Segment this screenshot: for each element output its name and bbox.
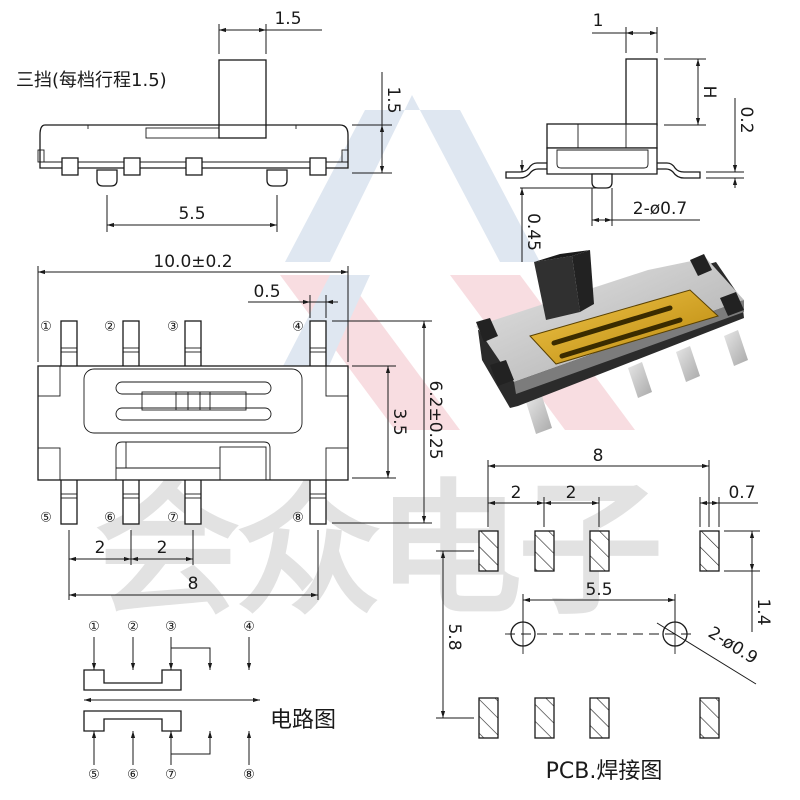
- pcb-dim-pitch-1: 2: [511, 483, 522, 503]
- top-view: ① ② ③ ④ ⑤ ⑥ ⑦ ⑧ 10.0±0.2 0.5 6.2±0.25 3.…: [37, 252, 445, 600]
- top-slider-slot: [115, 441, 271, 480]
- circuit-pin-1: ①: [88, 620, 100, 635]
- render-clip: [476, 318, 498, 342]
- dim-actuator-thickness: 1: [593, 11, 604, 31]
- dim-pin-pitch-2: 2: [157, 538, 168, 558]
- watermark-blue-shape: [285, 95, 540, 262]
- top-body: [37, 365, 349, 481]
- pcb-footprint: 8 2 2 0.7 1.4 5.5 5.8 2-ø0.9 PCB.焊接图: [436, 446, 773, 784]
- top-pins: [60, 320, 327, 368]
- end-body-lower: [546, 147, 658, 175]
- pin-2-lead: [122, 320, 140, 368]
- title-note: 三挡(每档行程1.5): [16, 70, 167, 91]
- pin-label-2: ②: [104, 320, 116, 335]
- pcb-dim-row-spacing: 5.8: [444, 623, 464, 650]
- dim-pin-width: 0.5: [253, 282, 280, 302]
- dim-lead-standoff: 0.45: [523, 213, 543, 251]
- circuit-pin-5: ⑤: [88, 768, 100, 783]
- circuit-label: 电路图: [270, 708, 336, 733]
- dim-actuator-width: 1.5: [274, 9, 301, 29]
- side-peg: [266, 169, 288, 187]
- side-peg: [96, 169, 118, 187]
- dim-actuator-height: 1.5: [383, 86, 403, 113]
- render-clip: [490, 360, 514, 386]
- circuit-pin-3: ③: [165, 620, 177, 635]
- circuit-slider-lower: [83, 710, 182, 732]
- circuit-pin-7: ⑦: [165, 768, 177, 783]
- pcb-label: PCB.焊接图: [546, 759, 663, 784]
- dim-overall-length: 10.0±0.2: [153, 252, 232, 272]
- side-view: 三挡(每档行程1.5) 1.5 1.5 5.5: [16, 9, 403, 232]
- render-clip: [690, 254, 712, 276]
- pin-label-6: ⑥: [104, 511, 116, 526]
- circuit-diagram: ① ② ③ ④ ⑤ ⑥ ⑦ ⑧ 电路图: [83, 620, 336, 783]
- side-lead: [61, 157, 79, 176]
- pcb-dim-pad-span: 8: [593, 446, 604, 466]
- end-body-top: [546, 123, 658, 149]
- pin-label-3: ③: [167, 320, 179, 335]
- render-lead: [724, 330, 748, 366]
- dim-lead-thickness: 0.2: [736, 106, 756, 133]
- side-lead: [309, 157, 327, 176]
- pcb-dim-pad-length: 1.4: [753, 598, 773, 625]
- render-lead: [526, 396, 552, 434]
- circuit-pin-4: ④: [243, 620, 255, 635]
- pcb-pad: [699, 530, 720, 572]
- circuit-slider-upper: [83, 669, 182, 691]
- dim-peg-diameter: 2-ø0.7: [633, 199, 687, 219]
- pcb-dim-hole-spacing: 5.5: [585, 580, 612, 600]
- end-view: 1 H 0.2 0.45 2-ø0.7: [505, 11, 756, 262]
- pin-3-lead: [184, 320, 202, 368]
- pin-8-lead: [309, 477, 327, 525]
- pin-label-1: ①: [40, 320, 52, 335]
- pin-1-lead: [60, 320, 78, 368]
- render-actuator-top: [534, 250, 590, 262]
- pcb-pad: [589, 697, 610, 739]
- pin-label-4: ④: [292, 320, 304, 335]
- pin-7-lead: [184, 477, 202, 525]
- pin-5-lead: [60, 477, 78, 525]
- pin-4-lead: [309, 320, 327, 368]
- render-contact: [559, 317, 683, 359]
- pcb-pad: [699, 697, 720, 739]
- top-window: [83, 368, 303, 434]
- pcb-pad: [589, 530, 610, 572]
- pcb-pad: [478, 697, 499, 739]
- side-lead: [185, 157, 203, 176]
- dim-pin-span: 8: [188, 574, 199, 594]
- pcb-dim-hole-diameter: 2-ø0.9: [704, 623, 761, 669]
- circuit-pin-2: ②: [127, 620, 139, 635]
- pin-label-7: ⑦: [167, 511, 179, 526]
- pcb-pad: [478, 530, 499, 572]
- side-actuator: [218, 59, 267, 139]
- pcb-pad: [534, 530, 555, 572]
- render-actuator-side: [572, 250, 594, 312]
- dim-pin-pitch-1: 2: [95, 538, 106, 558]
- pin-label-5: ⑤: [40, 511, 52, 526]
- render-contact: [551, 305, 673, 346]
- end-lead-right: [657, 162, 701, 179]
- end-lead-left: [505, 162, 547, 179]
- pcb-pad: [534, 697, 555, 739]
- render-clip: [720, 292, 744, 316]
- pcb-dim-pad-width: 0.7: [728, 483, 755, 503]
- circuit-pin-8: ⑧: [243, 768, 255, 783]
- side-body-outline: [39, 124, 349, 169]
- product-render: [476, 250, 748, 434]
- dim-overall-width: 6.2±0.25: [425, 380, 445, 459]
- side-lead: [123, 157, 141, 176]
- pin-6-lead: [122, 477, 140, 525]
- render-lead: [628, 362, 652, 398]
- dim-body-width: 3.5: [389, 408, 409, 435]
- end-actuator: [625, 58, 658, 126]
- render-lead: [676, 346, 700, 382]
- watermark: 会众电子: [95, 95, 663, 635]
- end-peg: [591, 173, 613, 189]
- circuit-pin-6: ⑥: [127, 768, 139, 783]
- dim-actuator-height-H: H: [699, 86, 719, 99]
- dim-peg-spacing: 5.5: [178, 204, 205, 224]
- pcb-dim-pitch-2: 2: [566, 483, 577, 503]
- pin-label-8: ⑧: [292, 511, 304, 526]
- render-actuator-front: [534, 256, 580, 320]
